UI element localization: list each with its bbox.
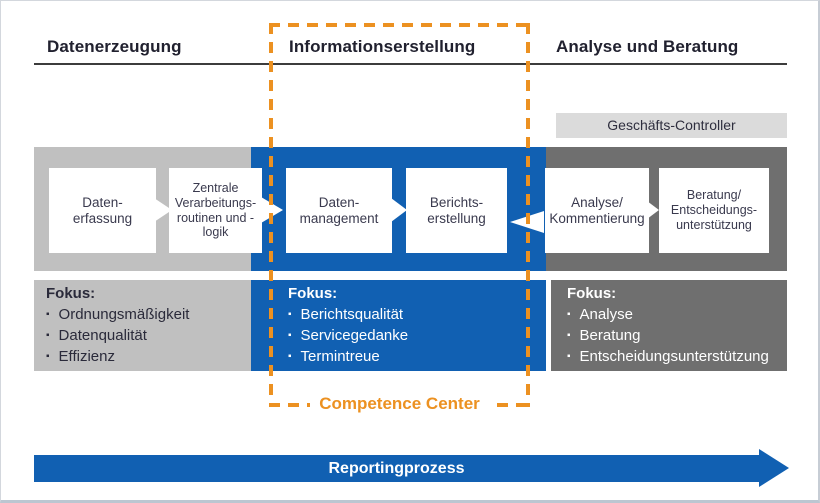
box-analyse-kommentierung: Analyse/ Kommentierung bbox=[545, 168, 649, 253]
focus-panel-datenerzeugung: Fokus: ▪ Ordnungsmäßigkeit ▪ Datenqualität… bbox=[34, 280, 251, 371]
competence-frame-top bbox=[269, 23, 530, 27]
focus-heading: Fokus: bbox=[567, 285, 617, 302]
section-title-datenerzeugung: Datenerzeugung bbox=[47, 37, 182, 56]
section-title-informationserstellung: Informationserstellung bbox=[289, 37, 476, 56]
focus-item: ▪ Beratung bbox=[567, 325, 787, 346]
focus-item: ▪ Berichtsqualität bbox=[288, 304, 546, 325]
focus-item: ▪ Effizienz bbox=[46, 346, 251, 367]
flow-arrow-right-icon bbox=[391, 198, 407, 222]
geschaefts-controller-badge: Geschäfts-Controller bbox=[556, 113, 787, 138]
focus-heading: Fokus: bbox=[288, 285, 338, 302]
focus-heading: Fokus: bbox=[46, 285, 96, 302]
competence-center-label-wrap: Competence Center bbox=[264, 394, 535, 414]
bullet-icon: ▪ bbox=[46, 330, 50, 341]
focus-item-label: Termintreue bbox=[300, 348, 380, 365]
flow-arrow-right-icon bbox=[647, 201, 659, 219]
bullet-icon: ▪ bbox=[288, 351, 292, 362]
focus-item-label: Beratung bbox=[579, 327, 641, 344]
bullet-icon: ▪ bbox=[567, 351, 571, 362]
focus-item-label: Effizienz bbox=[58, 348, 115, 365]
focus-panel-informationserstellung: Fokus: ▪ Berichtsqualität ▪ Servicegedanke… bbox=[251, 280, 546, 371]
focus-item: ▪ Termintreue bbox=[288, 346, 546, 367]
box-datenmanagement: Daten- management bbox=[286, 168, 392, 253]
focus-item: ▪ Analyse bbox=[567, 304, 787, 325]
bullet-icon: ▪ bbox=[46, 309, 50, 320]
box-berichtserstellung: Berichts- erstellung bbox=[406, 168, 507, 253]
box-zentrale-verarbeitung: Zentrale Verarbeitungs- routinen und - l… bbox=[169, 168, 262, 253]
bullet-icon: ▪ bbox=[288, 309, 292, 320]
bullet-icon: ▪ bbox=[567, 309, 571, 320]
focus-item: ▪ Servicegedanke bbox=[288, 325, 546, 346]
focus-item: ▪ Datenqualität bbox=[46, 325, 251, 346]
focus-item: ▪ Ordnungsmäßigkeit bbox=[46, 304, 251, 325]
box-beratung-unterstuetzung: Beratung/ Entscheidungs- unterstützung bbox=[659, 168, 769, 253]
flow-arrow-right-icon bbox=[154, 198, 172, 222]
reporting-process-arrowhead-icon bbox=[759, 449, 789, 487]
competence-center-label: Competence Center bbox=[310, 394, 489, 414]
box-datenerfassung: Daten- erfassung bbox=[49, 168, 156, 253]
bullet-icon: ▪ bbox=[288, 330, 292, 341]
competence-frame-left bbox=[269, 23, 273, 407]
reporting-process-arrow: Reportingprozess bbox=[34, 455, 759, 482]
focus-item-label: Ordnungsmäßigkeit bbox=[58, 306, 190, 323]
focus-item-label: Berichtsqualität bbox=[300, 306, 404, 323]
bullet-icon: ▪ bbox=[567, 330, 571, 341]
focus-item-label: Entscheidungsunterstützung bbox=[579, 348, 769, 365]
focus-item-label: Servicegedanke bbox=[300, 327, 409, 344]
section-title-analyse-und-beratung: Analyse und Beratung bbox=[556, 37, 739, 56]
focus-panel-analyse-beratung: Fokus: ▪ Analyse ▪ Beratung ▪ Entscheidungs… bbox=[551, 280, 787, 371]
focus-item-label: Analyse bbox=[579, 306, 633, 323]
bullet-icon: ▪ bbox=[46, 351, 50, 362]
header-underline bbox=[34, 63, 787, 65]
competence-frame-right bbox=[526, 23, 530, 407]
focus-item-label: Datenqualität bbox=[58, 327, 147, 344]
focus-item: ▪ Entscheidungsunterstützung bbox=[567, 346, 787, 367]
